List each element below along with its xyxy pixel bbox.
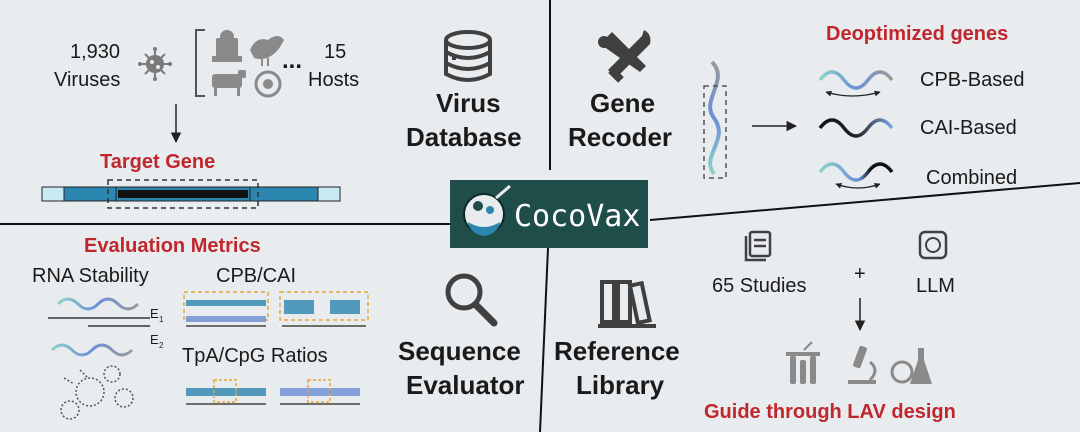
evaluation-heading: Evaluation Metrics — [84, 235, 261, 257]
energy-e1: E — [150, 306, 159, 321]
logo-text: CocoVax — [514, 199, 640, 234]
sequence-evaluator-section: Evaluation Metrics RNA Stability CPB/CAI… — [32, 235, 525, 420]
divider-bottom — [539, 247, 549, 432]
llm-icon — [918, 230, 948, 260]
energy-e1-sub: 1 — [159, 315, 164, 324]
host-count: 15 — [324, 41, 346, 63]
rna-wave-1 — [56, 297, 140, 311]
metric-tpa-cpg: TpA/CpG Ratios — [182, 345, 328, 367]
gene-recoder-title-1: Gene — [590, 88, 655, 118]
host-ellipsis: ... — [282, 47, 302, 74]
cow-icon — [212, 70, 246, 96]
deoptimized-heading: Deoptimized genes — [826, 23, 1008, 45]
sheep-icon — [254, 70, 282, 98]
method-cai: CAI-Based — [920, 117, 1017, 139]
target-selection-box — [107, 179, 259, 209]
tools-icon — [598, 30, 651, 83]
cpb-swap-arrow — [825, 90, 881, 97]
virus-database-section: 1,930 Viruses ... — [41, 29, 522, 209]
virus-word: Viruses — [54, 69, 120, 91]
documents-icon — [744, 230, 772, 262]
host-bracket — [195, 29, 205, 97]
virus-count: 1,930 — [70, 41, 120, 63]
chicken-icon — [250, 36, 284, 66]
person-icon — [212, 30, 242, 62]
combined-wave — [818, 162, 894, 182]
lab-flask-icon — [890, 348, 932, 384]
guide-label: Guide through LAV design — [704, 401, 956, 423]
virus-icon — [138, 47, 172, 81]
metric-cpb-cai: CPB/CAI — [216, 265, 296, 287]
rna-structure-icon — [60, 365, 134, 420]
target-gene-label: Target Gene — [100, 151, 215, 173]
cpb-wave — [818, 70, 894, 90]
codon-blocks-tpa — [186, 379, 360, 405]
combined-swap-arrow — [835, 183, 881, 189]
database-icon — [444, 30, 492, 82]
cocovax-logo: CocoVax — [450, 180, 648, 248]
llm-label: LLM — [916, 275, 955, 297]
virus-database-title-1: Virus — [436, 88, 501, 118]
energy-e2-sub: 2 — [159, 341, 164, 350]
virus-database-title-2: Database — [406, 122, 522, 152]
method-cpb: CPB-Based — [920, 69, 1025, 91]
rna-wave-2 — [50, 343, 134, 357]
lab-tubes-icon — [786, 341, 820, 384]
sequence-evaluator-title-1: Sequence — [398, 336, 521, 366]
method-combined: Combined — [926, 167, 1017, 189]
divider-right — [649, 182, 1080, 221]
reference-library-section: Reference Library 65 Studies + LLM — [554, 230, 956, 423]
sequence-evaluator-title-2: Evaluator — [406, 370, 525, 400]
gene-recoder-section: Gene Recoder Deoptimized genes CPB-Based… — [568, 23, 1025, 189]
microscope-icon — [848, 345, 877, 384]
metric-rna-stability: RNA Stability — [32, 265, 149, 287]
reference-library-title-1: Reference — [554, 336, 680, 366]
magnifier-icon — [445, 273, 498, 327]
vertical-gene-strand — [708, 60, 721, 176]
codon-blocks-cpb — [183, 291, 369, 327]
studies-label: 65 Studies — [712, 275, 807, 297]
reference-library-title-2: Library — [576, 370, 665, 400]
energy-e2: E — [150, 332, 159, 347]
gene-recoder-title-2: Recoder — [568, 122, 672, 152]
recode-region-box — [703, 85, 727, 179]
cai-wave — [818, 118, 894, 138]
syringe-icon — [495, 184, 511, 200]
plus-sign: + — [854, 263, 866, 285]
gene-bar — [41, 179, 341, 209]
host-word: Hosts — [308, 69, 359, 91]
books-icon — [598, 280, 656, 328]
